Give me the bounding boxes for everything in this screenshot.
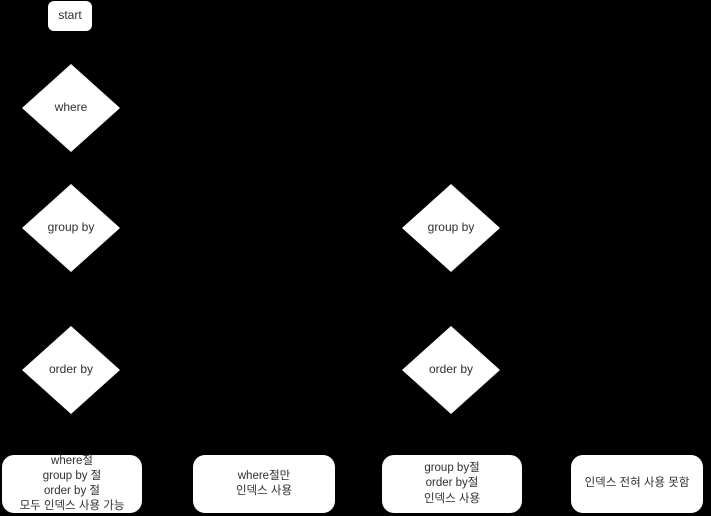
result-box-groupby-orderby[interactable]: group by절 order by절 인덱스 사용: [382, 455, 522, 513]
node-group-by-left-label: group by: [47, 220, 95, 235]
result-box-groupby-orderby-label: group by절 order by절 인덱스 사용: [423, 462, 481, 505]
node-order-by-right[interactable]: order by: [402, 326, 500, 414]
result-box-all-index[interactable]: where절 group by 절 order by 절 모두 인덱스 사용 가…: [2, 455, 142, 513]
node-order-by-left-label: order by: [48, 362, 94, 377]
node-order-by-left[interactable]: order by: [22, 326, 120, 414]
result-box-all-index-label: where절 group by 절 order by 절 모두 인덱스 사용 가…: [19, 454, 125, 513]
result-box-where-only[interactable]: where절만 인덱스 사용: [193, 455, 335, 513]
node-group-by-right[interactable]: group by: [402, 184, 500, 272]
node-where-label: where: [54, 100, 88, 115]
node-where[interactable]: where: [22, 64, 120, 152]
edge-where-to-groupby-right: [120, 107, 452, 184]
edge-orderby-left-to-result-2: [120, 369, 265, 455]
result-box-no-index-label: 인덱스 전혀 사용 못함: [584, 477, 690, 490]
edge-orderby-right-to-result-4: [500, 369, 638, 455]
node-start[interactable]: start: [48, 1, 92, 31]
node-group-by-left[interactable]: group by: [22, 184, 120, 272]
node-order-by-right-label: order by: [428, 362, 474, 377]
node-group-by-right-label: group by: [427, 220, 475, 235]
result-box-where-only-label: where절만 인덱스 사용: [235, 469, 293, 497]
node-start-label: start: [58, 8, 82, 23]
result-box-no-index[interactable]: 인덱스 전혀 사용 못함: [571, 455, 703, 513]
